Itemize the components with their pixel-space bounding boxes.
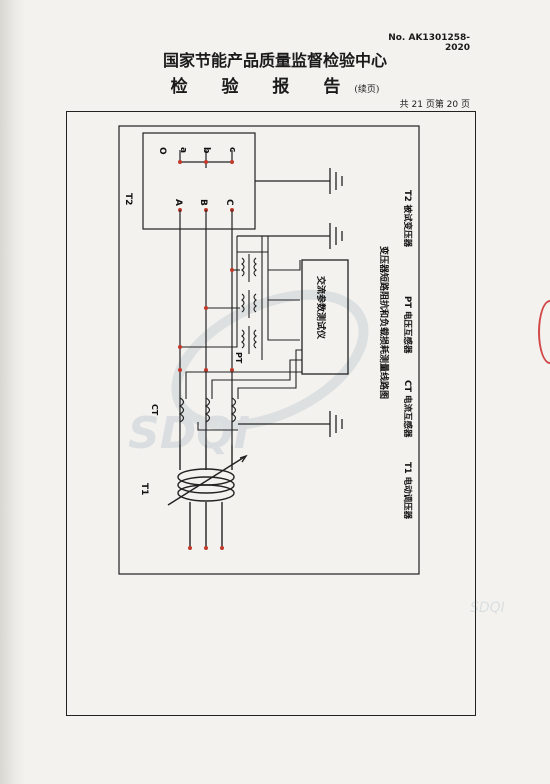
watermark: SDQI SDQI	[128, 289, 505, 616]
pt-junction-dots	[178, 268, 234, 372]
legend-t1: T1 电动调压器	[402, 462, 413, 520]
t1-regulator	[167, 445, 248, 548]
legend-t2: T2 被试变压器	[402, 190, 413, 248]
ground-symbol-ct	[238, 411, 343, 437]
instrument-label: 交流参数测试仪	[315, 276, 327, 340]
terminal-dots	[178, 160, 234, 212]
t2-terminal-O: O	[157, 147, 167, 155]
ground-symbol-pt	[237, 223, 343, 249]
ground-symbol-t2	[255, 168, 343, 194]
ct-coils	[178, 397, 237, 423]
t2-terminal-c: c	[227, 147, 237, 152]
secondary-short-bar	[179, 150, 233, 168]
t2-terminal-B: B	[198, 199, 208, 206]
diagram-inner-frame	[118, 125, 420, 575]
document-number: No. AK1301258-2020	[388, 33, 470, 53]
legend-ct: CT 电流互感器	[402, 380, 413, 438]
pt-connections	[180, 236, 301, 360]
pt-label: PT	[234, 352, 243, 364]
instrument-box	[301, 259, 349, 375]
t2-terminal-A: A	[173, 199, 183, 206]
t2-terminal-a: a	[178, 147, 188, 153]
ct-label: CT	[150, 404, 159, 416]
watermark-text: SDQI	[128, 408, 250, 459]
report-title-continued: (续页)	[354, 85, 380, 95]
page-binding-shadow	[0, 0, 26, 784]
organization-title: 国家节能产品质量监督检验中心	[162, 51, 387, 70]
legend-pt: PT 电压互感器	[402, 296, 413, 354]
t2-terminal-C: C	[224, 199, 234, 206]
ct-leads	[185, 349, 302, 431]
t2-label: T2	[123, 193, 133, 205]
report-title-main: 检 验 报 告	[170, 77, 355, 97]
page-info: 共 21 页第 20 页	[399, 100, 470, 110]
diagram-title: 变压器短路阻抗和负载损耗测量线路图	[378, 246, 390, 399]
t1-terminal-dots	[188, 546, 224, 550]
report-frame	[66, 111, 476, 716]
report-title: 检 验 报 告(续页)	[0, 72, 550, 97]
pt-coils	[241, 254, 257, 354]
t1-label: T1	[139, 483, 149, 495]
watermark-text-faint: SDQI	[470, 600, 505, 616]
